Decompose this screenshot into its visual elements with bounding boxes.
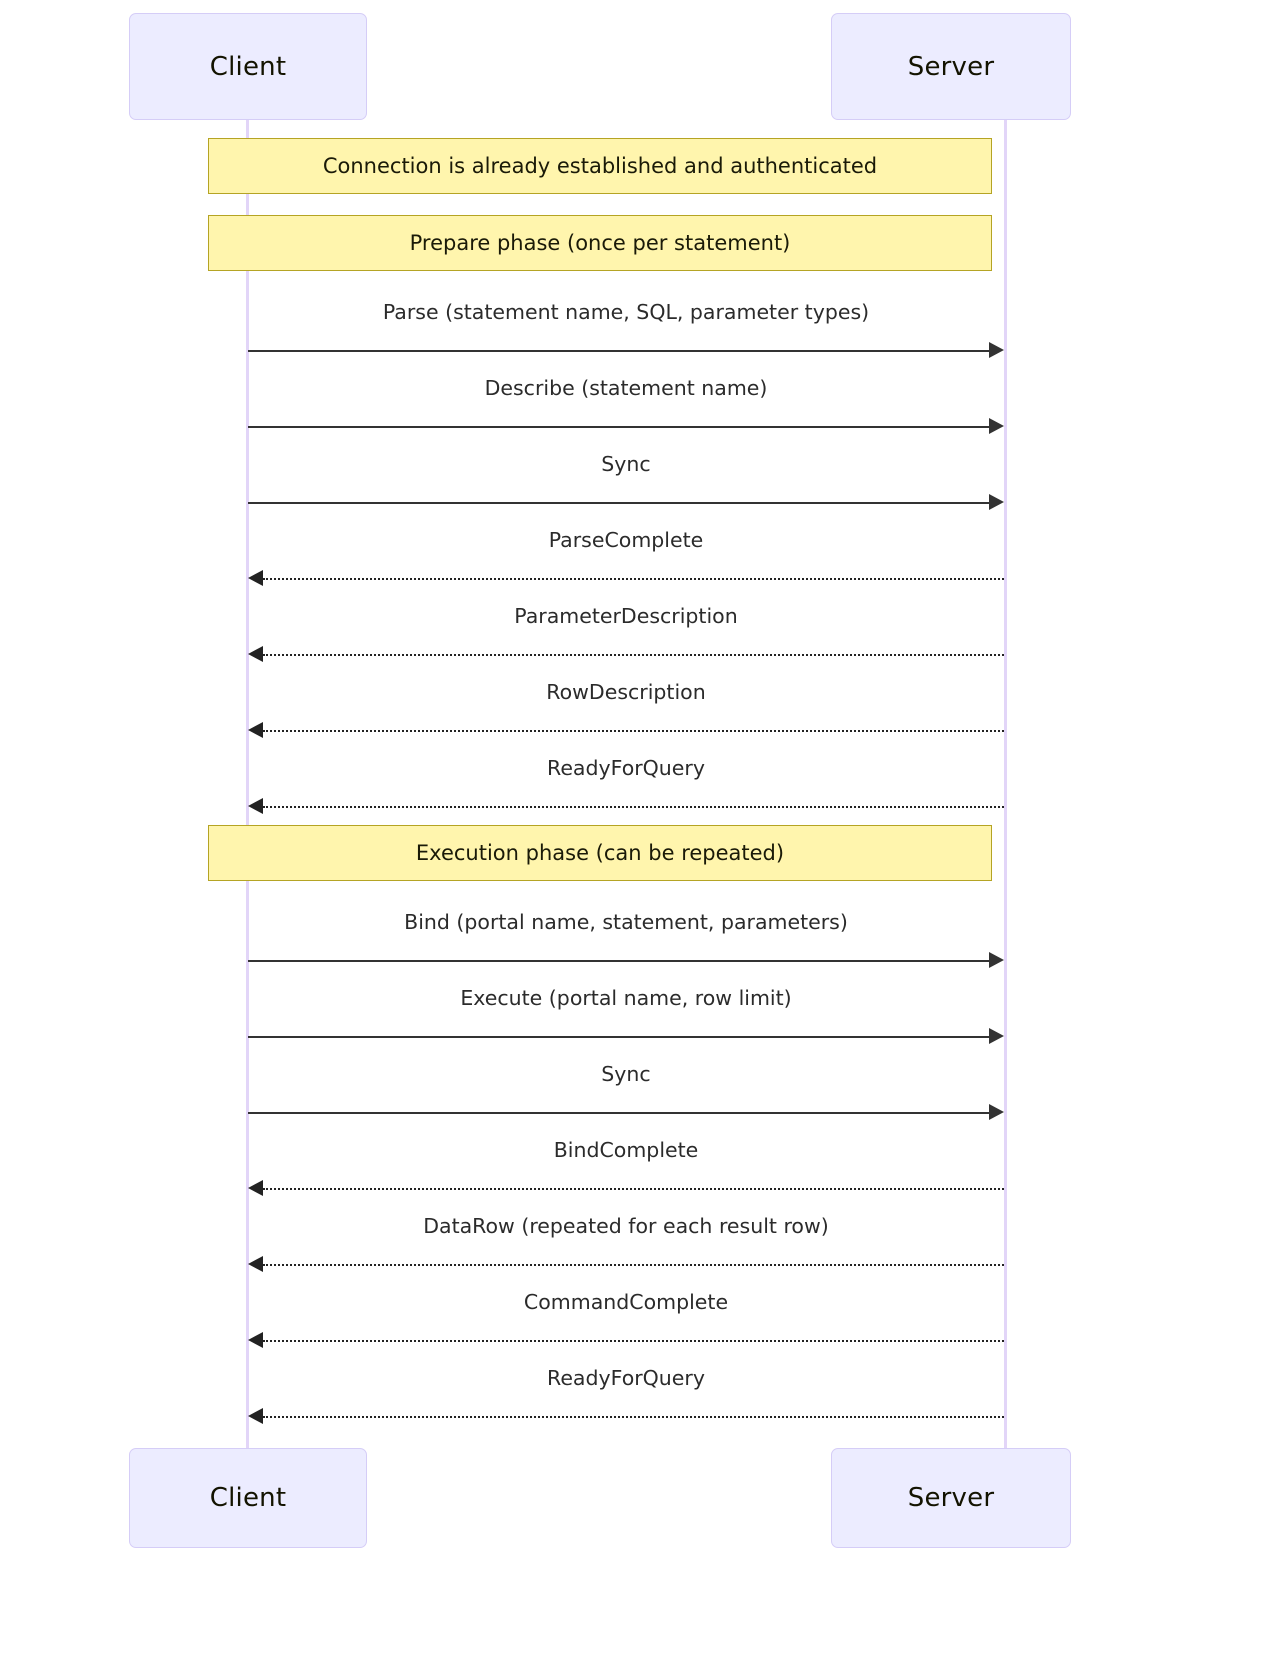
note-prepare-label: Prepare phase (once per statement)	[409, 231, 791, 255]
message-bind-complete-label: BindComplete	[553, 1138, 699, 1162]
note-execution-label: Execution phase (can be repeated)	[415, 841, 785, 865]
arrowhead-right-icon	[989, 1104, 1004, 1120]
message-data-row-line	[263, 1264, 1004, 1266]
message-parse-complete-label: ParseComplete	[548, 528, 704, 552]
message-parse[interactable]: Parse (statement name, SQL, parameter ty…	[248, 300, 1004, 358]
arrowhead-left-icon	[248, 1256, 263, 1272]
arrowhead-right-icon	[989, 494, 1004, 510]
message-command-complete-line	[263, 1340, 1004, 1342]
message-parse-line	[248, 350, 990, 352]
actor-server-top-label: Server	[907, 51, 995, 82]
message-bind-line	[248, 960, 990, 962]
actor-client-top-label: Client	[209, 51, 287, 82]
arrowhead-left-icon	[248, 570, 263, 586]
arrowhead-left-icon	[248, 646, 263, 662]
message-execute-line	[248, 1036, 990, 1038]
message-execute-label: Execute (portal name, row limit)	[460, 986, 792, 1010]
arrowhead-right-icon	[989, 342, 1004, 358]
arrowhead-right-icon	[989, 952, 1004, 968]
message-parse-label: Parse (statement name, SQL, parameter ty…	[382, 300, 870, 324]
note-connection-label: Connection is already established and au…	[322, 154, 878, 178]
lifeline-client	[246, 120, 249, 1448]
actor-client-bottom[interactable]: Client	[129, 1448, 367, 1548]
message-ready-for-query-2-label: ReadyForQuery	[547, 1366, 705, 1390]
actor-client-top[interactable]: Client	[129, 13, 367, 120]
message-ready-for-query-2-line	[263, 1416, 1004, 1418]
message-row-description[interactable]: RowDescription	[248, 680, 1004, 738]
note-prepare: Prepare phase (once per statement)	[208, 215, 992, 271]
actor-server-bottom-label: Server	[907, 1483, 995, 1513]
message-sync-execute[interactable]: Sync	[248, 1062, 1004, 1120]
arrowhead-left-icon	[248, 1408, 263, 1424]
message-sync-execute-line	[248, 1112, 990, 1114]
message-data-row[interactable]: DataRow (repeated for each result row)	[248, 1214, 1004, 1272]
message-describe-line	[248, 426, 990, 428]
actor-client-bottom-label: Client	[209, 1483, 287, 1513]
message-execute[interactable]: Execute (portal name, row limit)	[248, 986, 1004, 1044]
actor-server-bottom[interactable]: Server	[831, 1448, 1071, 1548]
note-connection: Connection is already established and au…	[208, 138, 992, 194]
arrowhead-left-icon	[248, 1180, 263, 1196]
message-describe-label: Describe (statement name)	[484, 376, 768, 400]
message-ready-for-query-2[interactable]: ReadyForQuery	[248, 1366, 1004, 1424]
message-parameter-description[interactable]: ParameterDescription	[248, 604, 1004, 662]
message-ready-for-query-1[interactable]: ReadyForQuery	[248, 756, 1004, 814]
message-parameter-description-label: ParameterDescription	[514, 604, 738, 628]
arrowhead-left-icon	[248, 1332, 263, 1348]
actor-server-top[interactable]: Server	[831, 13, 1071, 120]
message-parameter-description-line	[263, 654, 1004, 656]
message-parse-complete-line	[263, 578, 1004, 580]
message-bind-label: Bind (portal name, statement, parameters…	[404, 910, 848, 934]
note-execution: Execution phase (can be repeated)	[208, 825, 992, 881]
message-row-description-line	[263, 730, 1004, 732]
arrowhead-left-icon	[248, 798, 263, 814]
message-describe[interactable]: Describe (statement name)	[248, 376, 1004, 434]
lifeline-server	[1004, 120, 1007, 1448]
message-parse-complete[interactable]: ParseComplete	[248, 528, 1004, 586]
message-sync-prepare[interactable]: Sync	[248, 452, 1004, 510]
message-bind-complete[interactable]: BindComplete	[248, 1138, 1004, 1196]
arrowhead-left-icon	[248, 722, 263, 738]
message-bind-complete-line	[263, 1188, 1004, 1190]
message-sync-prepare-label: Sync	[601, 452, 651, 476]
message-command-complete[interactable]: CommandComplete	[248, 1290, 1004, 1348]
message-ready-for-query-1-label: ReadyForQuery	[547, 756, 705, 780]
arrowhead-right-icon	[989, 418, 1004, 434]
message-sync-execute-label: Sync	[601, 1062, 651, 1086]
message-command-complete-label: CommandComplete	[523, 1290, 729, 1314]
arrowhead-right-icon	[989, 1028, 1004, 1044]
message-data-row-label: DataRow (repeated for each result row)	[423, 1214, 829, 1238]
message-ready-for-query-1-line	[263, 806, 1004, 808]
message-bind[interactable]: Bind (portal name, statement, parameters…	[248, 910, 1004, 968]
message-row-description-label: RowDescription	[546, 680, 706, 704]
message-sync-prepare-line	[248, 502, 990, 504]
